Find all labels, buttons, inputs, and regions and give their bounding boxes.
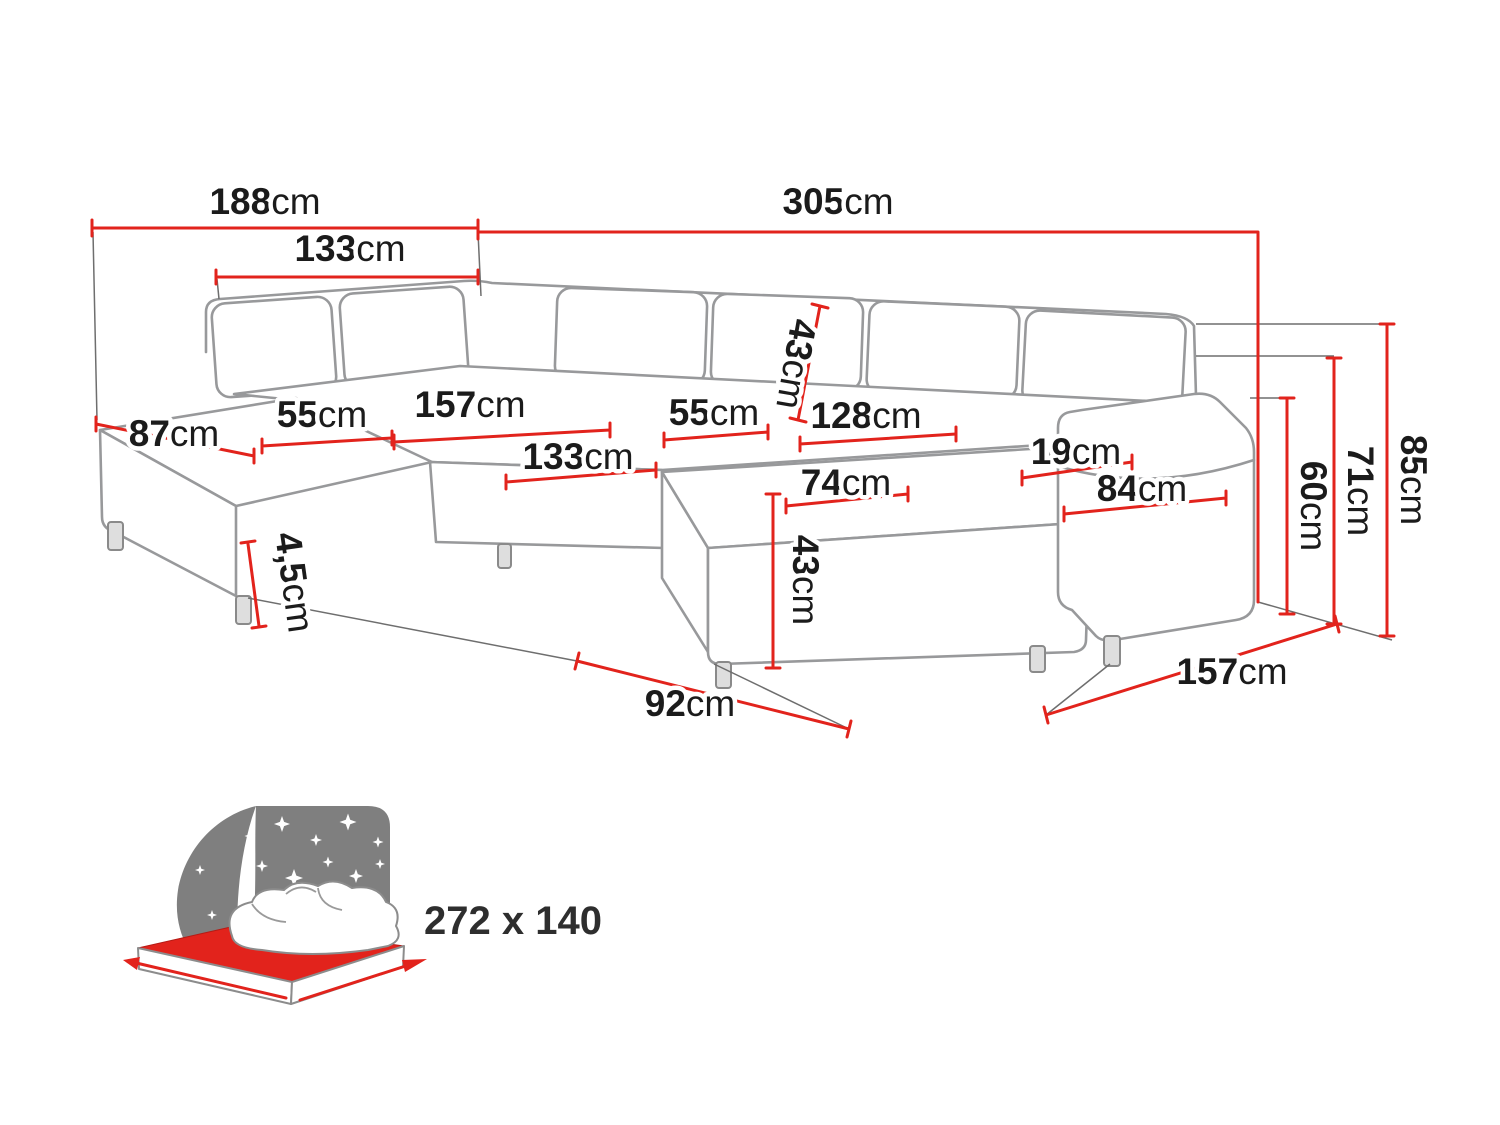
dim-label-43-ottoman: 43cm xyxy=(785,535,826,625)
dim-label-84: 84cm xyxy=(1097,468,1187,509)
dim-label-133-top: 133cm xyxy=(294,228,405,269)
dimension-left-section-depth: 92cm xyxy=(573,651,853,739)
dim-label-133-seat: 133cm xyxy=(522,436,633,477)
dim-label-45-leg: 4,5cm xyxy=(267,530,322,635)
dim-label-19: 19cm xyxy=(1031,431,1121,472)
dimension-right-back-width: 128cm xyxy=(798,391,958,453)
dim-line-43-back xyxy=(788,302,830,424)
duvet-folds xyxy=(251,886,343,923)
bed-length-arrow xyxy=(130,960,288,1000)
dimension-leg-height: 4,5cm xyxy=(239,525,326,640)
bed-size-label: 272 x 140 xyxy=(424,899,602,943)
extension-lines xyxy=(92,231,1393,730)
dim-label-92: 92cm xyxy=(645,683,735,724)
sofa-leg xyxy=(107,521,124,551)
dimension-armrest-top-width: 19cm xyxy=(1020,427,1134,487)
dimension-left-chaise-width: 87cm xyxy=(94,409,256,465)
dim-line-305 xyxy=(476,223,1260,604)
dimension-overall-left-depth: 188cm xyxy=(90,177,480,238)
dim-line-133-top xyxy=(214,268,480,286)
dimension-armrest-height: 71cm xyxy=(1325,356,1386,626)
back-cushion xyxy=(553,286,709,386)
sofa-left-chaise-front xyxy=(98,428,238,598)
dimension-overall-height: 85cm xyxy=(1378,322,1439,638)
dim-line-157-mid xyxy=(392,421,612,451)
dim-label-74: 74cm xyxy=(801,462,891,503)
dim-line-74 xyxy=(784,485,910,515)
dim-line-87 xyxy=(94,415,256,465)
sofa-leg xyxy=(715,661,732,689)
dimension-left-back-width: 133cm xyxy=(214,224,480,286)
sofa-leg xyxy=(1029,645,1046,673)
sofa-ottoman-front xyxy=(706,520,1092,666)
dim-line-45-leg xyxy=(239,539,268,630)
dim-label-128: 128cm xyxy=(810,395,921,436)
dimension-right-seat-cushion-width: 55cm xyxy=(662,388,770,449)
dim-line-55-right xyxy=(662,423,770,449)
bed-width-arrowhead xyxy=(402,959,427,972)
dim-line-60 xyxy=(1278,396,1296,616)
dim-label-188: 188cm xyxy=(209,181,320,222)
dim-line-128 xyxy=(798,425,958,453)
dimension-annotations: 188cm 305cm 133cm 43cm 87cm 55cm 157cm xyxy=(90,177,1439,739)
sofa-armrest xyxy=(1056,392,1256,642)
sofa-armrest-edge xyxy=(1056,458,1256,480)
dimension-right-section-depth: 157cm xyxy=(1042,614,1341,725)
sofa-drawing xyxy=(98,279,1256,689)
sofa-leg xyxy=(497,543,512,569)
dim-line-85 xyxy=(1378,322,1396,638)
dim-line-55-left xyxy=(260,429,394,455)
dim-line-84 xyxy=(1062,489,1228,523)
dim-label-157-bottom: 157cm xyxy=(1176,651,1287,692)
dim-label-85: 85cm xyxy=(1393,435,1434,525)
dimension-overall-width: 305cm xyxy=(476,177,1260,604)
dim-label-87: 87cm xyxy=(129,413,219,454)
dim-label-55-left: 55cm xyxy=(277,394,367,435)
dim-line-43-ottoman xyxy=(764,492,782,670)
duvet xyxy=(228,880,400,955)
bed-length-arrowhead xyxy=(123,957,140,970)
dim-label-305: 305cm xyxy=(782,181,893,222)
sofa-leg xyxy=(1103,635,1121,667)
dim-line-19 xyxy=(1020,453,1134,487)
back-cushion xyxy=(865,300,1021,400)
dim-line-157-bottom xyxy=(1042,614,1341,725)
dimension-seat-height: 60cm xyxy=(1278,396,1339,616)
dimension-corner-seat-width: 133cm xyxy=(504,432,658,491)
dim-line-133-seat xyxy=(504,461,658,491)
dim-label-55-right: 55cm xyxy=(669,392,759,433)
dimension-left-seat-cushion-width: 55cm xyxy=(260,390,394,455)
dim-line-92 xyxy=(573,651,853,739)
sofa-leg xyxy=(235,595,252,625)
dim-label-157-mid: 157cm xyxy=(414,384,525,425)
dimension-ottoman-height: 43cm xyxy=(764,492,831,670)
dimension-middle-seat-width: 157cm xyxy=(392,380,612,451)
sleeping-function-icon: 272 x 140 xyxy=(123,806,606,1005)
dim-label-71: 71cm xyxy=(1340,446,1381,536)
dim-label-60: 60cm xyxy=(1293,461,1334,551)
dimension-armrest-length: 84cm xyxy=(1062,464,1228,523)
dim-line-188 xyxy=(90,218,480,238)
bed-width-arrow xyxy=(298,960,420,1002)
dimension-ottoman-seat-width: 74cm xyxy=(784,458,910,515)
